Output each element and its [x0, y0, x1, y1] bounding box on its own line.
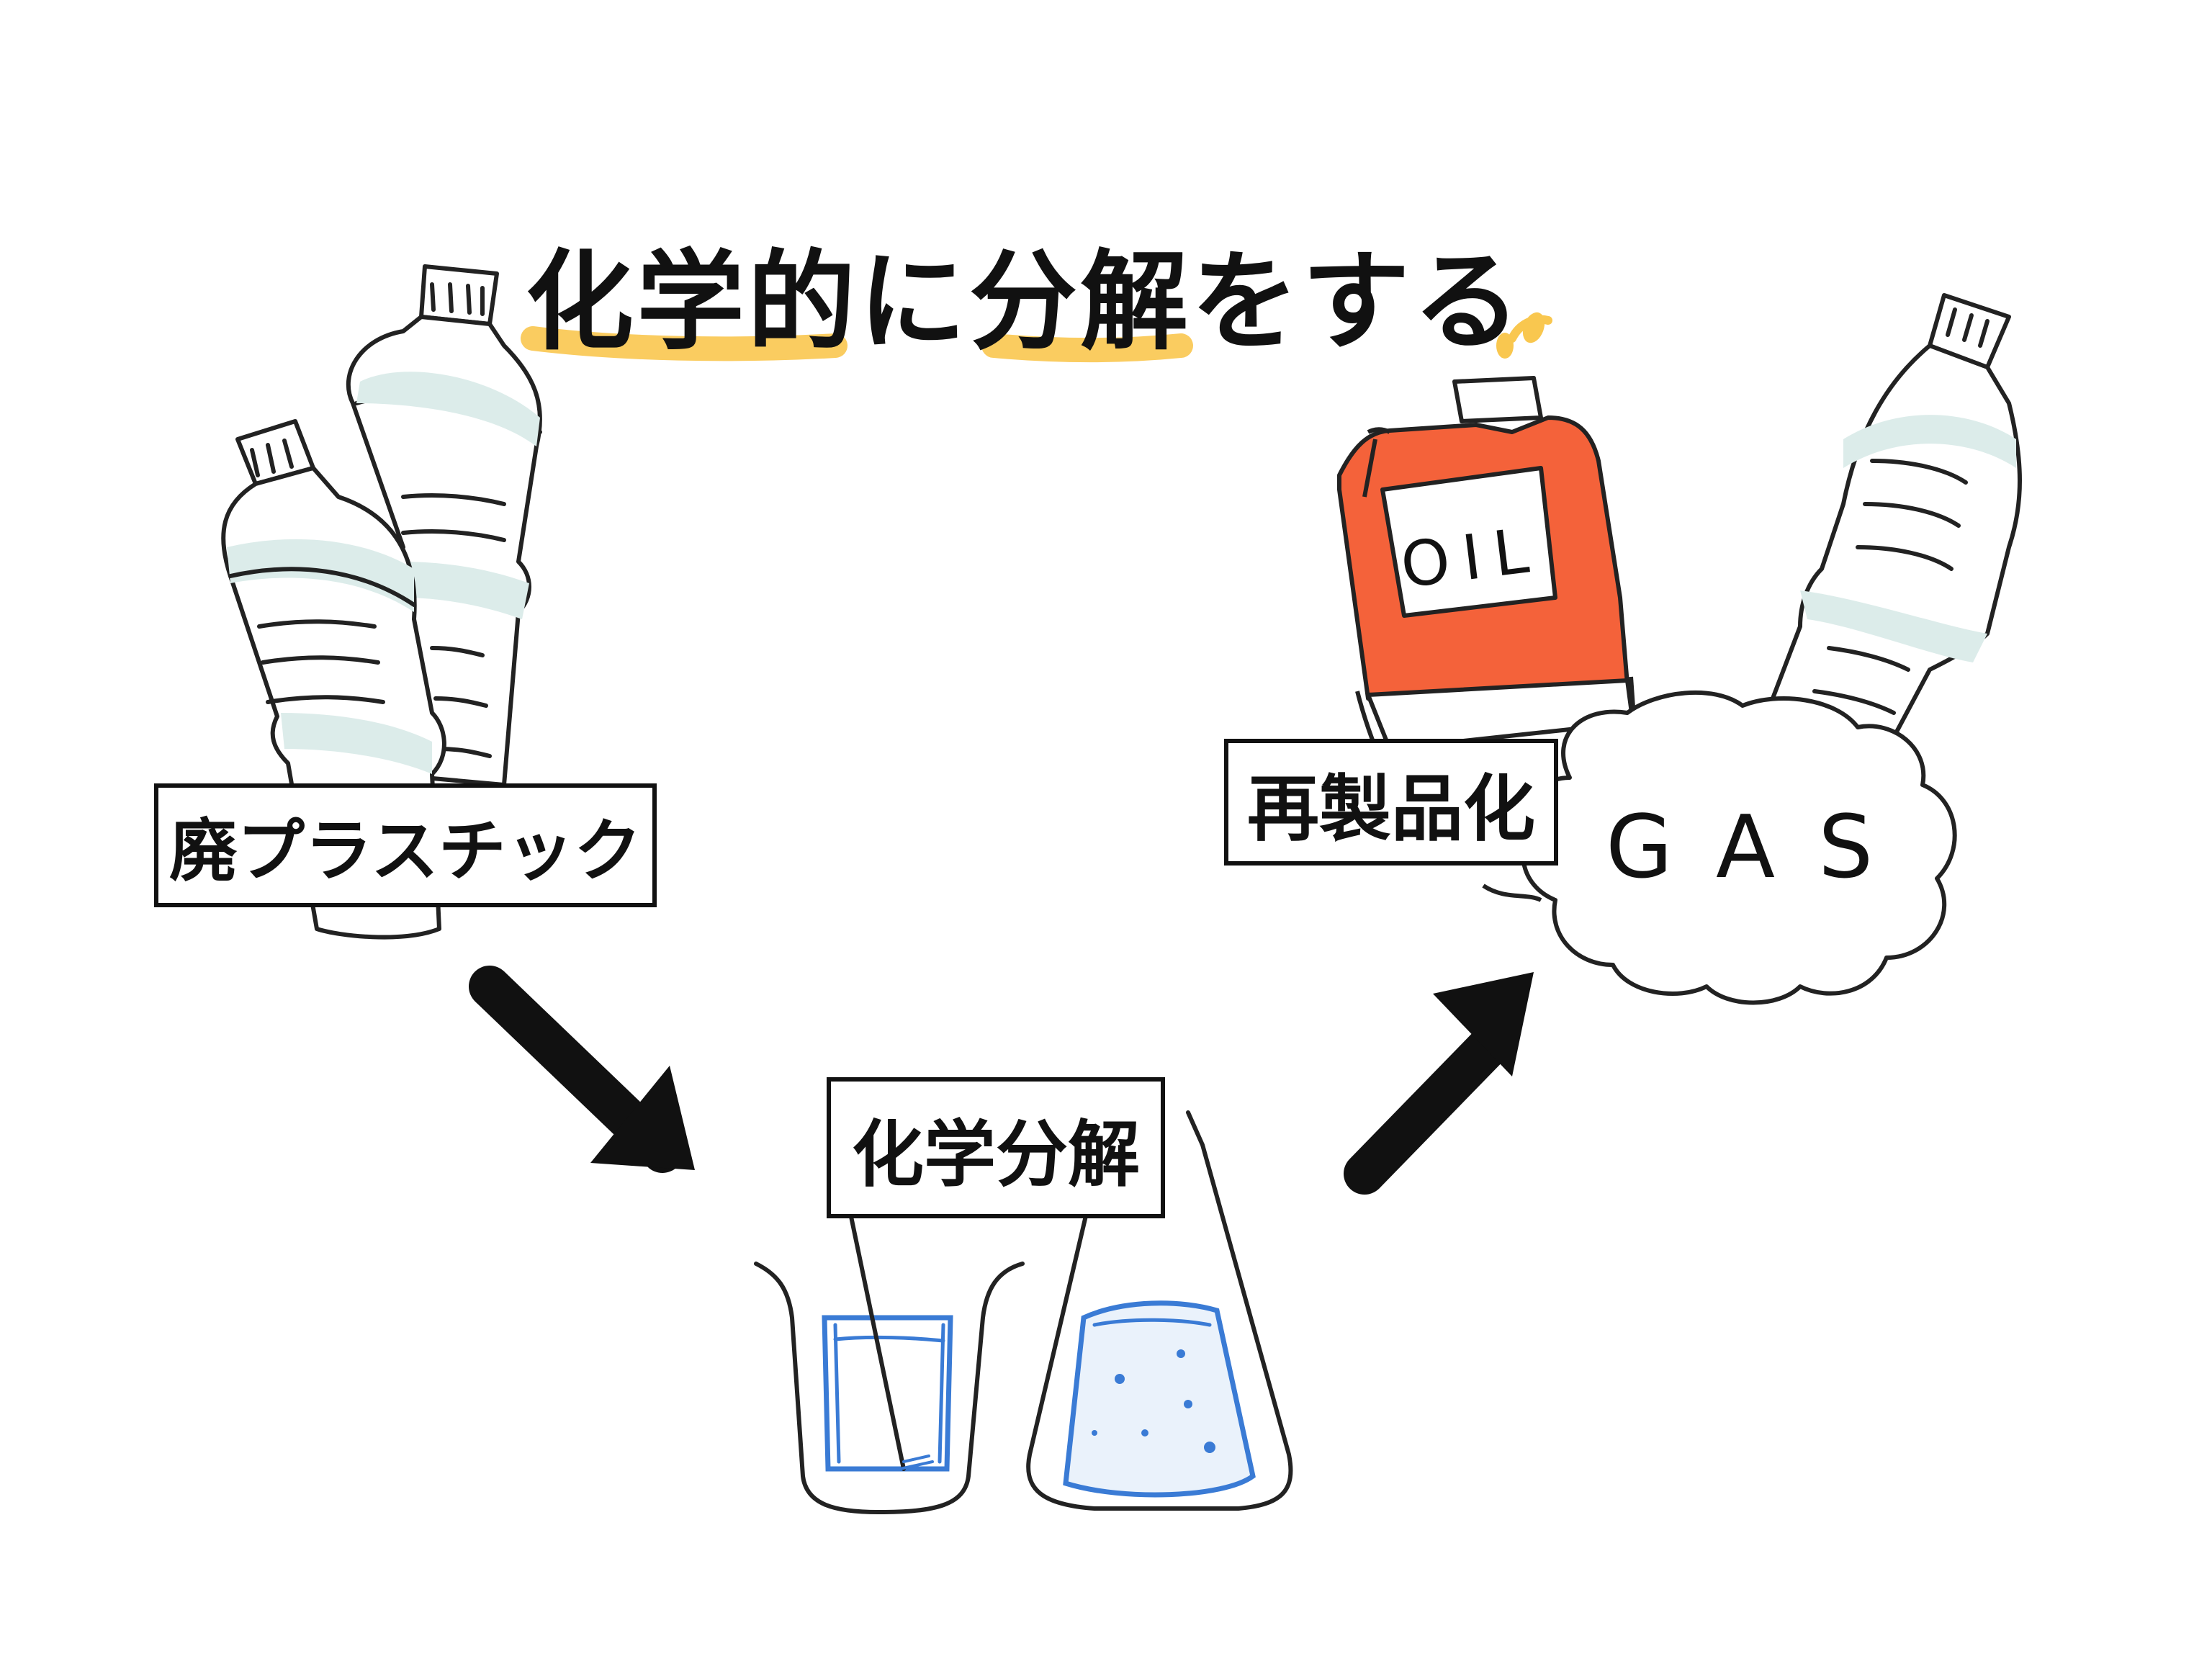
title-highlight — [521, 326, 1193, 362]
flask-icon — [1026, 1110, 1293, 1511]
plastic-bottle-back — [346, 264, 542, 787]
gas-label: GAS — [1606, 798, 1917, 898]
beaker-icon — [754, 1208, 1025, 1515]
label-chemical-decomposition: 化学分解 — [827, 1077, 1165, 1218]
plastic-bottle-right-icon — [1740, 293, 2022, 809]
arrow-down-right-icon — [469, 966, 695, 1173]
label-recycling: 再製品化 — [1224, 739, 1558, 866]
oil-label: OIL — [1397, 513, 1545, 603]
label-waste-plastic: 廃プラスチック — [154, 783, 657, 907]
oil-can-icon — [1337, 312, 1658, 807]
diagram-title: 化学的に分解をする — [526, 240, 1524, 365]
arrow-up-right-icon — [1344, 972, 1534, 1195]
gas-cloud-icon — [1482, 690, 1957, 1005]
